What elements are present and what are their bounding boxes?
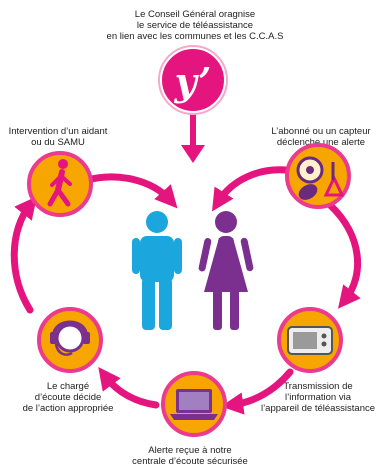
intro-text: Le Conseil Général oragnise le service d…: [70, 9, 320, 42]
woman-figure-icon: [198, 211, 254, 330]
step-reception-line-2: centrale d’écoute sécurisée: [132, 456, 248, 467]
step-alert-line-1: L’abonné ou un capteur: [271, 126, 371, 137]
intro-line-1: Le Conseil Général oragnise: [134, 9, 256, 20]
arrow-alert-to-transmission: [326, 201, 361, 309]
arrow-reception-to-decision: [98, 367, 160, 409]
arrow-transmission-to-reception: [220, 368, 294, 415]
step-transmission-label: Transmission de l’information via l’appa…: [250, 381, 386, 414]
step-intervention-label: Intervention d’un aidant ou du SAMU: [0, 126, 116, 148]
step-reception-label: Alerte reçue à notre centrale d’écoute s…: [115, 445, 265, 467]
sensor-devices-icon: [296, 156, 345, 200]
man-figure-icon: [132, 211, 182, 330]
arrow-decision-to-intervention: [10, 196, 37, 314]
teleassistance-device-icon: [287, 326, 333, 355]
arrow-alert-to-people: [211, 166, 290, 212]
conseil-general-logo: y’: [158, 45, 228, 115]
step-decision-circle: [37, 307, 103, 373]
step-alert-label: L’abonné ou un capteur déclenche une ale…: [256, 126, 386, 148]
laptop-icon: [170, 389, 218, 420]
step-decision-line-2: d’écoute décide: [34, 392, 102, 403]
logo-letter: y’: [174, 59, 212, 104]
step-reception-circle: [161, 371, 227, 437]
arrow-intervention-to-people: [83, 173, 178, 209]
step-transmission-line-3: l’appareil de téléassistance: [260, 403, 376, 414]
step-transmission-circle: [277, 307, 343, 373]
step-transmission-line-2: l’information via: [285, 392, 351, 403]
step-decision-line-3: de l’action appropriée: [22, 403, 114, 414]
arrow-logo-down: [181, 112, 205, 163]
walking-person-icon: [47, 159, 72, 207]
step-decision-line-1: Le chargé: [46, 381, 90, 392]
step-alert-circle: [285, 143, 351, 209]
step-intervention-line-1: Intervention d’un aidant: [8, 126, 108, 137]
step-alert-line-2: déclenche une alerte: [276, 137, 366, 148]
step-transmission-line-1: Transmission de: [283, 381, 353, 392]
step-intervention-circle: [27, 151, 93, 217]
intro-line-3: en lien avec les communes et les C.C.A.S: [106, 31, 284, 42]
step-reception-line-1: Alerte reçue à notre: [148, 445, 232, 456]
headset-operator-icon: [50, 320, 90, 356]
step-intervention-line-2: ou du SAMU: [31, 137, 85, 148]
step-decision-label: Le chargé d’écoute décide de l’action ap…: [8, 381, 128, 414]
intro-line-2: le service de téléassistance: [136, 20, 254, 31]
